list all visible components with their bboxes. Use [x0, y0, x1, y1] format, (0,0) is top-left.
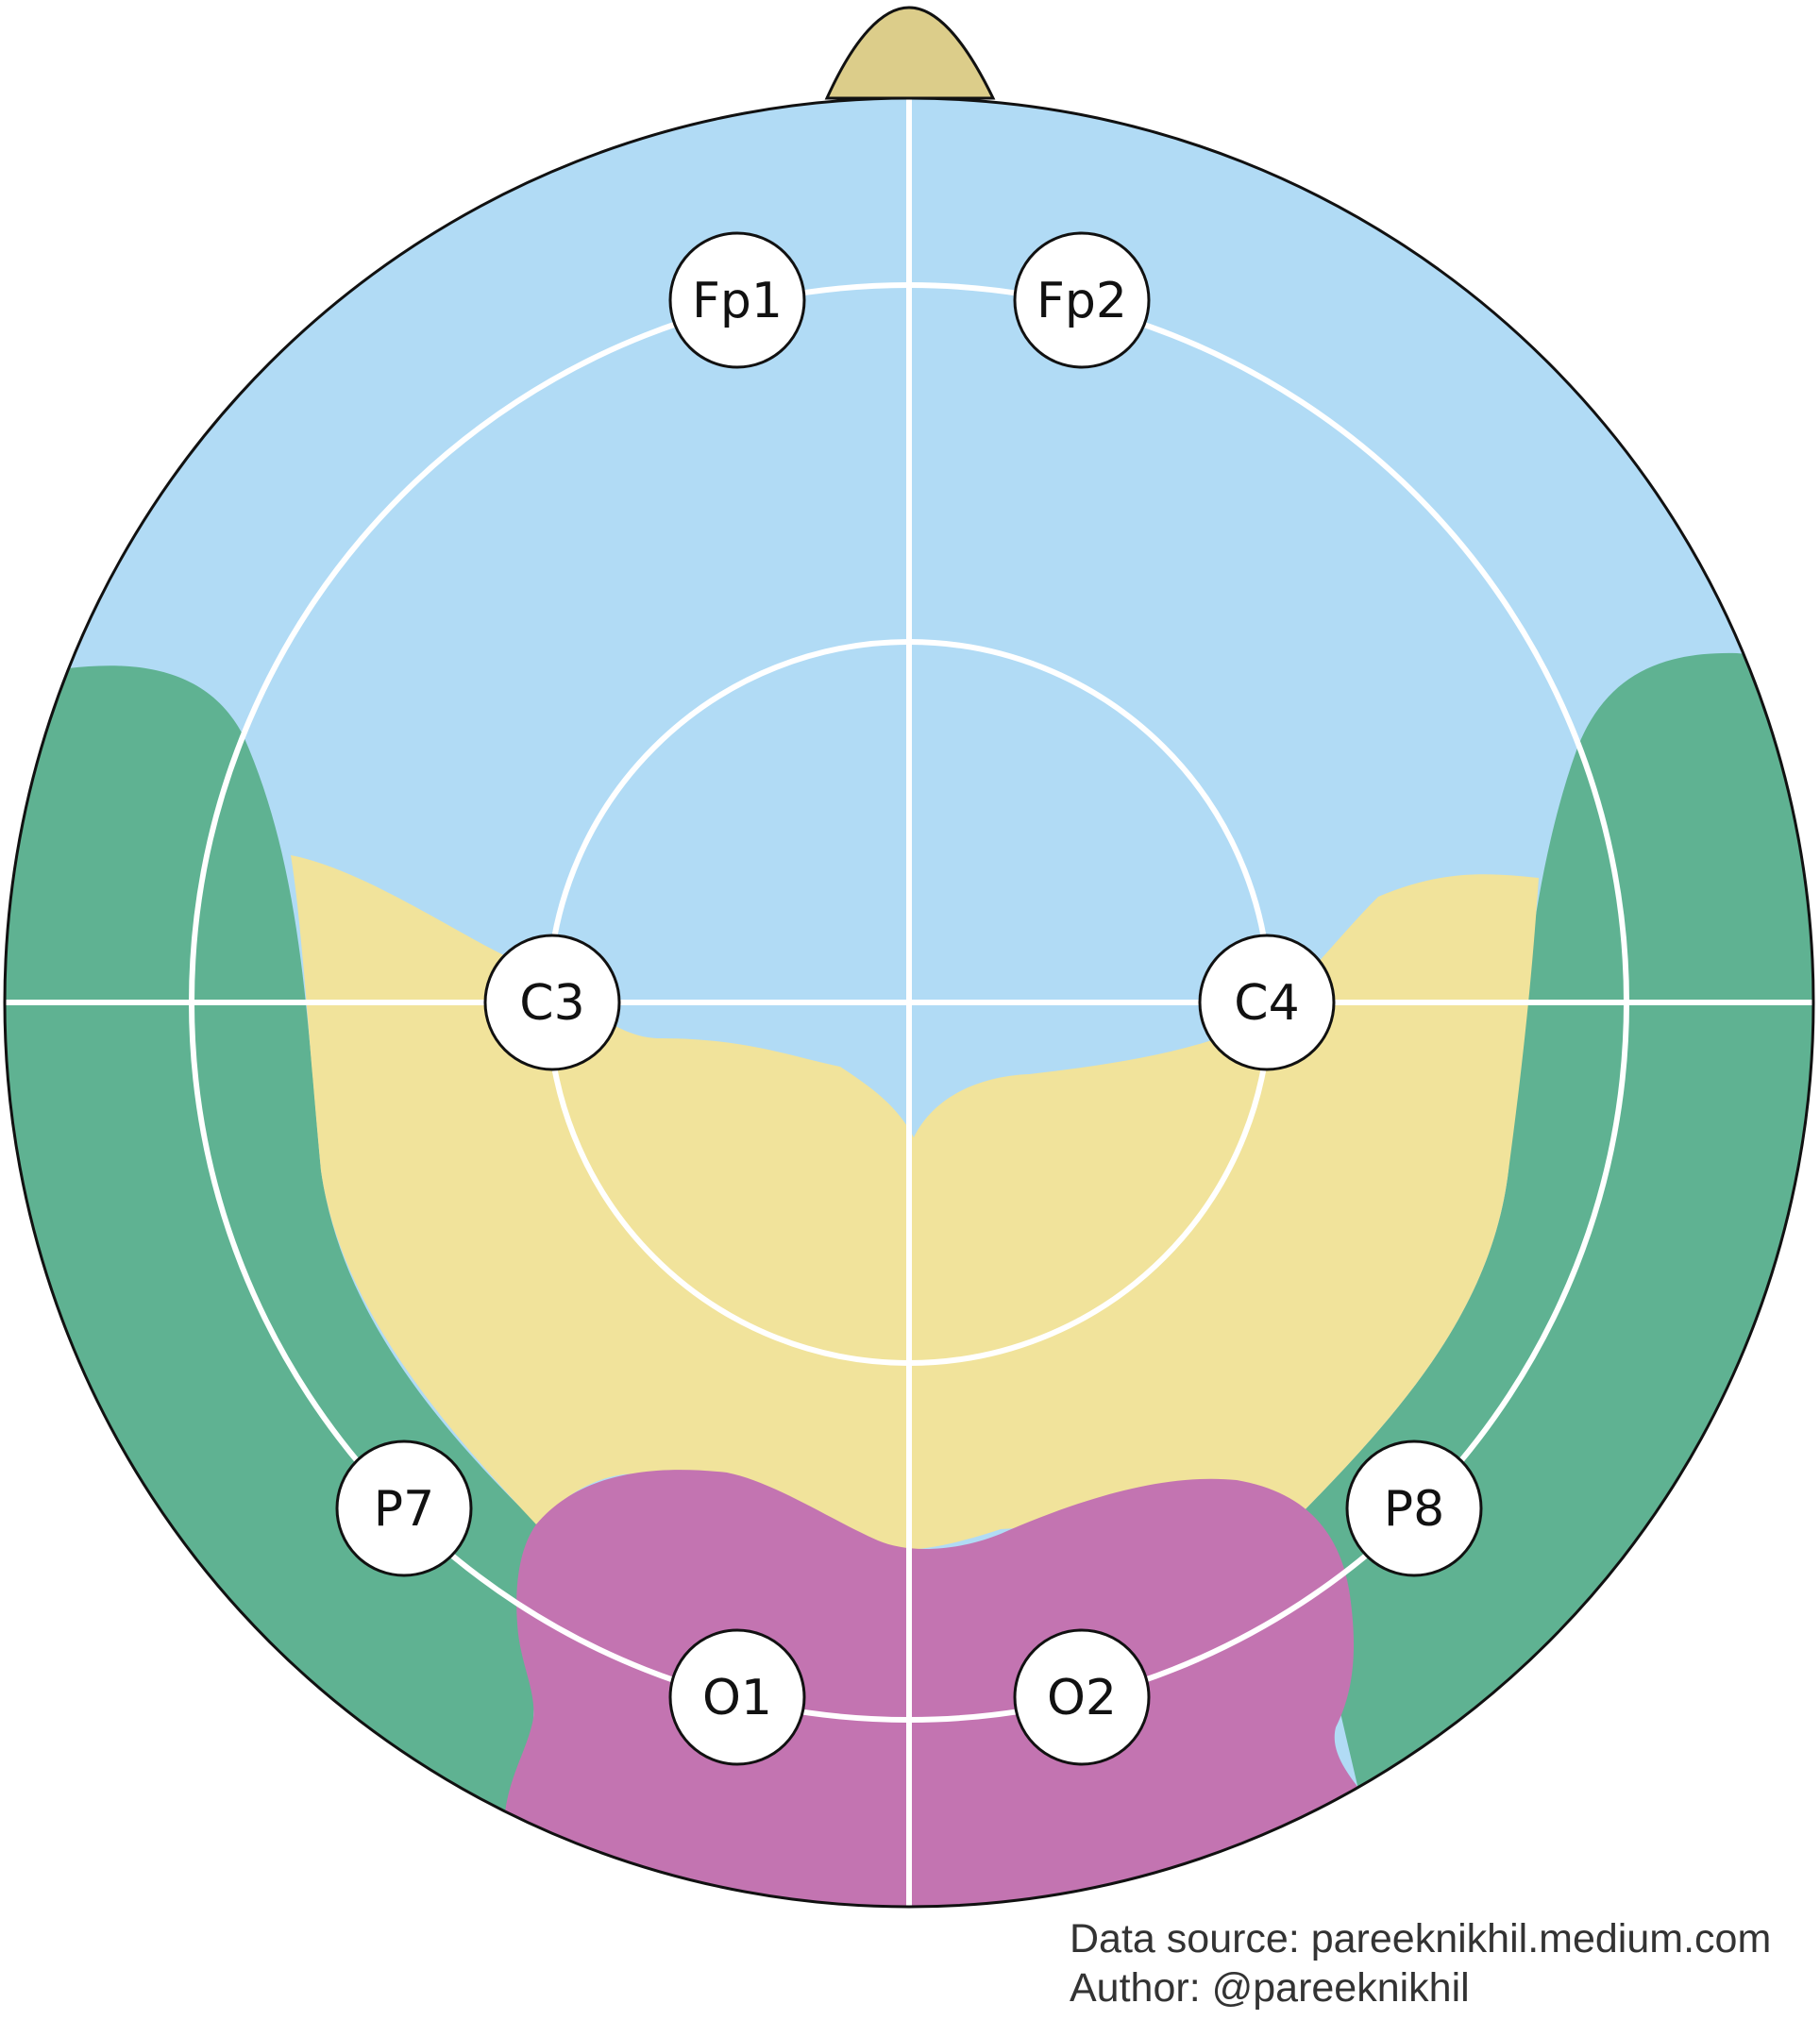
- electrode-label: P8: [1384, 1481, 1444, 1538]
- electrode-c3: C3: [483, 934, 621, 1071]
- credits: Data source: pareeknikhil.medium.com Aut…: [1070, 1914, 1771, 2012]
- electrode-fp1: Fp1: [668, 231, 806, 369]
- electrode-p7: P7: [335, 1439, 473, 1577]
- electrode-label: Fp2: [1036, 273, 1127, 329]
- electrode-c4: C4: [1198, 934, 1336, 1071]
- occipital-region: [500, 1470, 1359, 1907]
- head-outline: [3, 96, 1815, 1909]
- electrode-p8: P8: [1345, 1439, 1483, 1577]
- electrode-o1: O1: [668, 1628, 806, 1766]
- nose: [824, 6, 996, 100]
- electrode-label: C3: [519, 975, 584, 1032]
- electrode-fp2: Fp2: [1013, 231, 1151, 369]
- data-source-text: Data source: pareeknikhil.medium.com: [1070, 1916, 1772, 1961]
- electrode-label: O1: [702, 1670, 772, 1726]
- electrode-label: C4: [1234, 975, 1299, 1032]
- electrode-label: P7: [374, 1481, 434, 1538]
- electrode-o2: O2: [1013, 1628, 1151, 1766]
- electrode-label: Fp1: [692, 273, 783, 329]
- electrode-label: O2: [1047, 1670, 1117, 1726]
- author-text: Author: @pareeknikhil: [1070, 1965, 1470, 2011]
